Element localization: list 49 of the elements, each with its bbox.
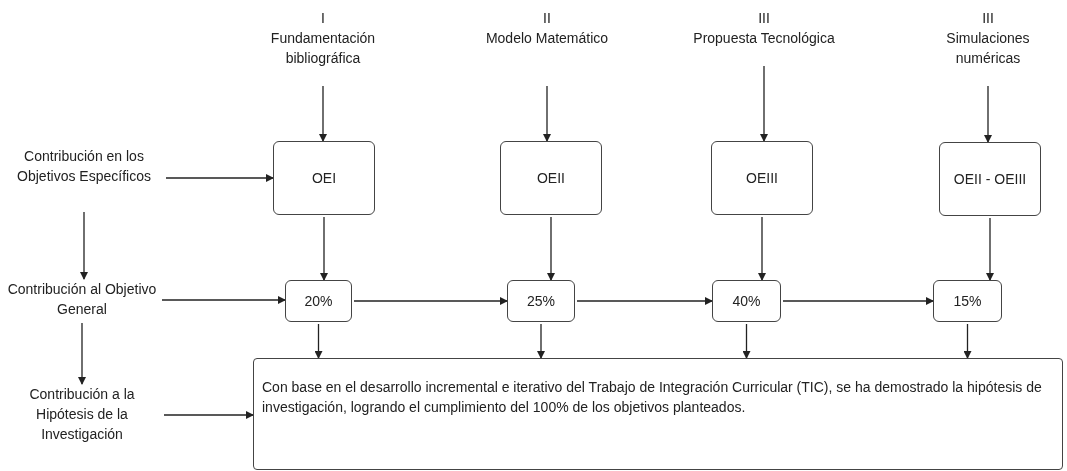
percentage-box <box>933 280 1002 322</box>
percentage-box <box>507 280 575 322</box>
stage-number: III <box>982 9 994 28</box>
stage-number: I <box>321 9 325 28</box>
stage-heading: Propuesta Tecnológica <box>693 29 835 48</box>
arrow <box>782 297 934 305</box>
arrow <box>314 323 323 359</box>
arrow <box>165 174 274 182</box>
arrow <box>984 85 992 143</box>
arrow <box>576 297 713 305</box>
stage-number: II <box>543 9 551 28</box>
percentage-box <box>712 280 781 322</box>
box-label: 20% <box>304 292 333 311</box>
box-label: OEI <box>311 169 337 188</box>
arrow <box>760 65 768 142</box>
percentage-box <box>285 280 352 322</box>
stage-number: III <box>758 9 770 28</box>
arrow <box>353 297 508 305</box>
arrow <box>543 85 551 142</box>
box-label: OEIII <box>746 169 778 188</box>
conclusion-text: Con base en el desarrollo incremental e iterativo del Trabajo de Integración Curricular (TIC), se ha demostrado la hipótesis de investigación, logrando el cumplimiento del 100% de los objetivos planteados. <box>262 378 1043 417</box>
row-label: Contribución en los Objetivos Específicos <box>16 147 152 186</box>
arrow <box>986 217 994 281</box>
row-label: Contribución a la Hipótesis de la Investigación <box>28 385 136 444</box>
objective-box <box>500 141 602 215</box>
arrow <box>963 323 972 359</box>
arrow <box>320 216 328 281</box>
box-label: 25% <box>527 292 555 311</box>
box-label: 40% <box>732 292 761 311</box>
arrow <box>161 296 286 304</box>
arrow <box>742 323 751 359</box>
row-label: Contribución al Objetivo General <box>6 280 158 319</box>
box-label: 15% <box>953 292 982 311</box>
arrow <box>758 216 766 281</box>
arrow <box>319 85 327 142</box>
arrow <box>78 322 86 385</box>
arrow <box>537 323 545 359</box>
arrow <box>547 216 555 281</box>
objective-box <box>273 141 375 215</box>
stage-heading: Simulaciones numéricas <box>945 29 1031 68</box>
box-label: OEII <box>537 169 565 188</box>
stage-heading: Fundamentación bibliográfica <box>269 29 377 68</box>
arrow <box>80 211 88 280</box>
box-label: OEII - OEIII <box>953 170 1027 189</box>
arrow <box>163 411 254 419</box>
objective-box <box>939 142 1041 216</box>
stage-heading: Modelo Matemático <box>485 29 609 48</box>
conclusion-box <box>253 358 1063 470</box>
objective-box <box>711 141 813 215</box>
